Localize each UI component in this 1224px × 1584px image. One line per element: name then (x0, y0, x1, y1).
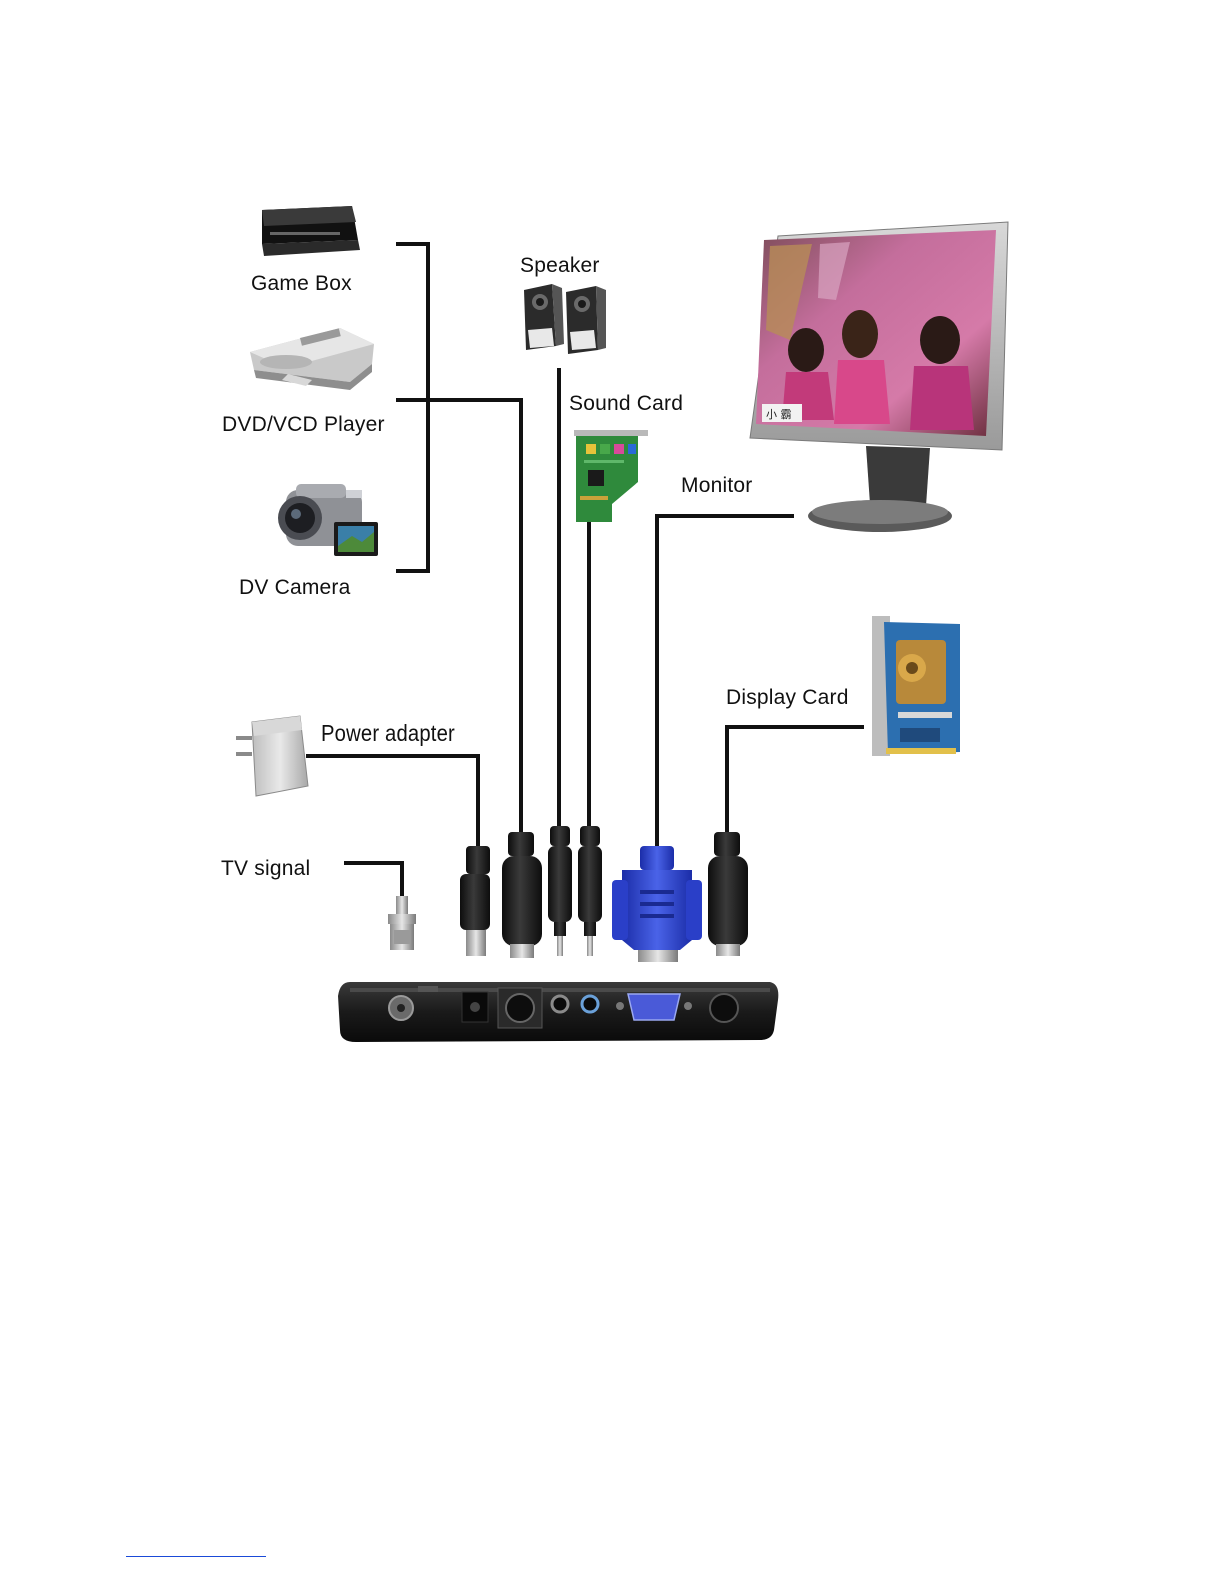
speaker-label: Speaker (520, 254, 600, 278)
vga-port-icon (628, 994, 680, 1020)
monitor-label: Monitor (681, 474, 752, 498)
tv-signal-label: TV signal (221, 857, 310, 881)
dv-camera-label: DV Camera (239, 576, 351, 600)
graphics-card-icon (872, 616, 960, 756)
speaker-icon (524, 284, 606, 354)
av-source-bracket (398, 244, 428, 571)
sound-card-icon (574, 430, 648, 522)
tv-box-device-icon (338, 982, 778, 1042)
monitor-caption-text: 小 霸 (766, 408, 792, 421)
power-adapter-line (308, 756, 478, 846)
display-svideo-plug-icon (708, 832, 748, 956)
speaker-audio-jack-icon (548, 826, 572, 956)
svideo-port-icon (506, 994, 534, 1022)
svideo-out-port-icon (710, 994, 738, 1022)
cable-plugs (460, 826, 748, 962)
monitor-line (657, 516, 792, 846)
dvd-vcd-player-label: DVD/VCD Player (222, 413, 385, 437)
display-card-line (727, 727, 862, 832)
dc-power-plug-icon (460, 846, 490, 956)
svideo-plug-icon (502, 832, 542, 958)
display-card-label: Display Card (726, 686, 849, 710)
footnote-separator (126, 1556, 266, 1557)
coax-connector-icon (388, 896, 416, 950)
soundcard-audio-jack-icon (578, 826, 602, 956)
camcorder-icon (278, 484, 378, 556)
game-box-label: Game Box (251, 272, 352, 296)
power-adapter-label: Power adapter (321, 720, 455, 747)
audio-port-icon (582, 996, 598, 1012)
lcd-monitor-icon: 小 霸 (750, 222, 1008, 532)
vga-plug-icon (612, 846, 702, 962)
av-input-line (428, 400, 521, 832)
tv-signal-line (346, 863, 402, 896)
game-console-icon (262, 206, 360, 256)
dvd-player-icon (250, 328, 374, 390)
sound-card-label: Sound Card (569, 392, 683, 416)
power-adapter-icon (236, 716, 308, 796)
audio-port-icon (552, 996, 568, 1012)
